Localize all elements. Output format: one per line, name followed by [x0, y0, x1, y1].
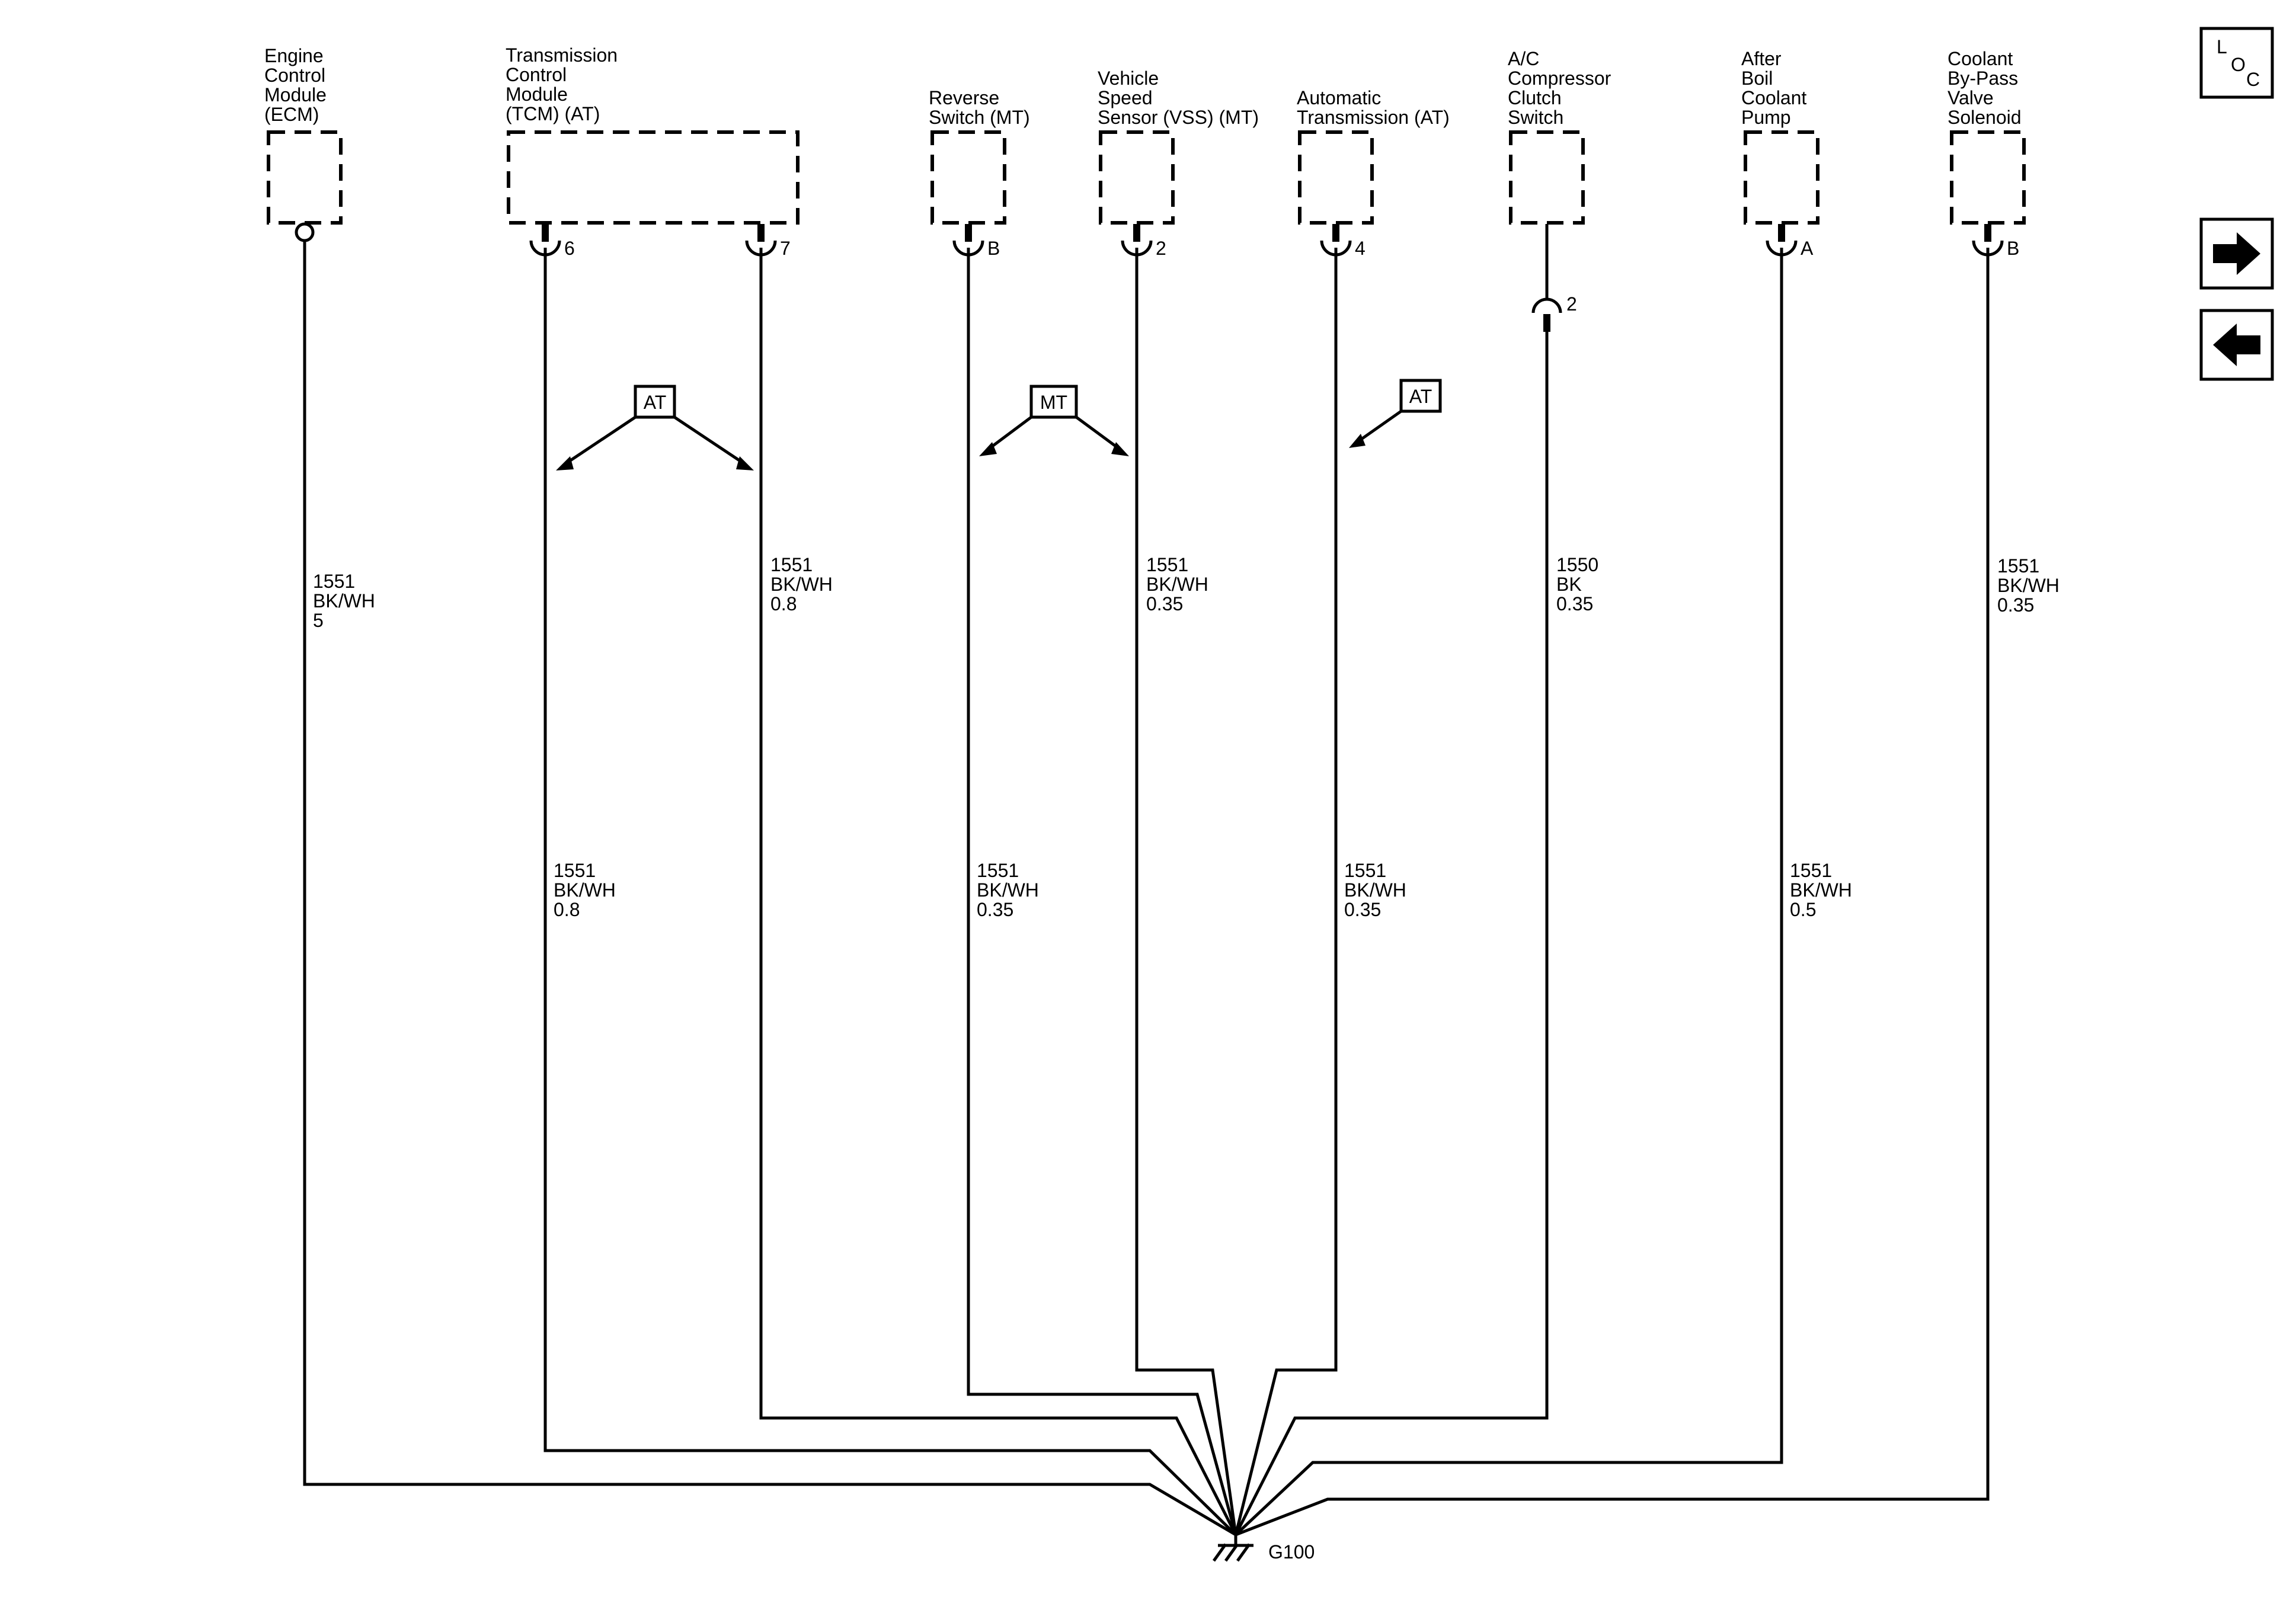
- loc-button[interactable]: L O C: [2199, 27, 2274, 99]
- vss-box: [1099, 130, 1175, 225]
- ecm-wire-label: 1551 BK/WH 5: [313, 571, 380, 631]
- tcm-label: Transmission Control Module (TCM) (AT): [506, 44, 623, 124]
- automatic-transmission-box: [1298, 130, 1374, 225]
- mt-tag: MT: [979, 385, 1129, 456]
- ecm-label: Engine Control Module (ECM): [264, 45, 332, 125]
- tcm-pin-7-wire-label: 1551 BK/WH 0.8: [770, 554, 838, 614]
- vss-wire-label: 1551 BK/WH 0.35: [1146, 554, 1214, 614]
- tcm-pin-6-label: 6: [564, 238, 575, 259]
- coolant-bypass-label: Coolant By-Pass Valve Solenoid: [1948, 48, 2023, 128]
- coolant-bypass-pin-label: B: [2007, 238, 2019, 259]
- automatic-transmission-at-tag: AT: [1349, 379, 1442, 448]
- coolant-bypass-wire: [1235, 248, 1990, 1537]
- left-arrow-icon: [2213, 324, 2260, 366]
- right-arrow-icon: [2213, 232, 2260, 275]
- after-boil-pump-wire: [1235, 248, 1783, 1536]
- reverse-switch-wire-label: 1551 BK/WH 0.35: [977, 860, 1044, 920]
- tcm-box: [507, 130, 800, 225]
- ac-switch-wire-label: 1550 BK 0.35: [1556, 554, 1604, 614]
- after-boil-pump-box: [1744, 130, 1819, 225]
- automatic-transmission-label: Automatic Transmission (AT): [1297, 87, 1450, 128]
- automatic-transmission-wire: [1234, 248, 1338, 1535]
- reverse-pin-label: B: [987, 238, 1000, 259]
- tcm-pin-6-wire-label: 1551 BK/WH 0.8: [554, 860, 621, 920]
- after-boil-pump-label: After Boil Coolant Pump: [1741, 48, 1812, 128]
- coolant-bypass-wire-label: 1551 BK/WH 0.35: [1997, 555, 2065, 616]
- ac-inline-pin-label: 2: [1566, 293, 1577, 315]
- ecm-wire: [303, 241, 1237, 1537]
- after-boil-pump-wire-label: 1551 BK/WH 0.5: [1790, 860, 1857, 920]
- loc-letter-c: C: [2246, 69, 2260, 90]
- automatic-transmission-wire-label: 1551 BK/WH 0.35: [1344, 860, 1412, 920]
- reverse-switch-wire: [967, 248, 1237, 1535]
- tcm-at-tag-text: AT: [644, 392, 667, 413]
- loc-letter-l: L: [2217, 36, 2227, 57]
- vss-label: Vehicle Speed Sensor (VSS) (MT): [1098, 68, 1259, 128]
- ac-switch-box: [1509, 130, 1585, 225]
- reverse-switch-label: Reverse Switch (MT): [929, 87, 1030, 128]
- coolant-bypass-box: [1950, 130, 2026, 225]
- tcm-pin-6-wire: [543, 248, 1237, 1536]
- prev-button[interactable]: [2199, 309, 2274, 381]
- automatic-transmission-at-tag-text: AT: [1409, 386, 1432, 407]
- loc-letter-o: O: [2231, 54, 2246, 75]
- ac-inline-connector: [1531, 297, 1562, 332]
- mt-tag-text: MT: [1040, 392, 1067, 413]
- automatic-transmission-pin-label: 4: [1355, 238, 1366, 259]
- tcm-pin-7-label: 7: [780, 238, 791, 259]
- vss-pin-label: 2: [1156, 238, 1166, 259]
- reverse-switch-box: [930, 130, 1006, 225]
- wires: [303, 224, 1990, 1537]
- ac-switch-label: A/C Compressor Clutch Switch: [1508, 48, 1616, 128]
- ac-switch-wire: [1234, 332, 1549, 1536]
- tcm-at-tag: AT: [556, 385, 754, 470]
- ground-label: G100: [1268, 1541, 1315, 1563]
- tcm-pin-7-wire: [759, 248, 1237, 1536]
- after-boil-pin-label: A: [1801, 238, 1814, 259]
- ground-symbol: [1212, 1535, 1253, 1562]
- vss-wire: [1135, 248, 1237, 1535]
- next-button[interactable]: [2199, 217, 2274, 290]
- ecm-box: [267, 130, 343, 225]
- ecm-connector: [295, 222, 315, 242]
